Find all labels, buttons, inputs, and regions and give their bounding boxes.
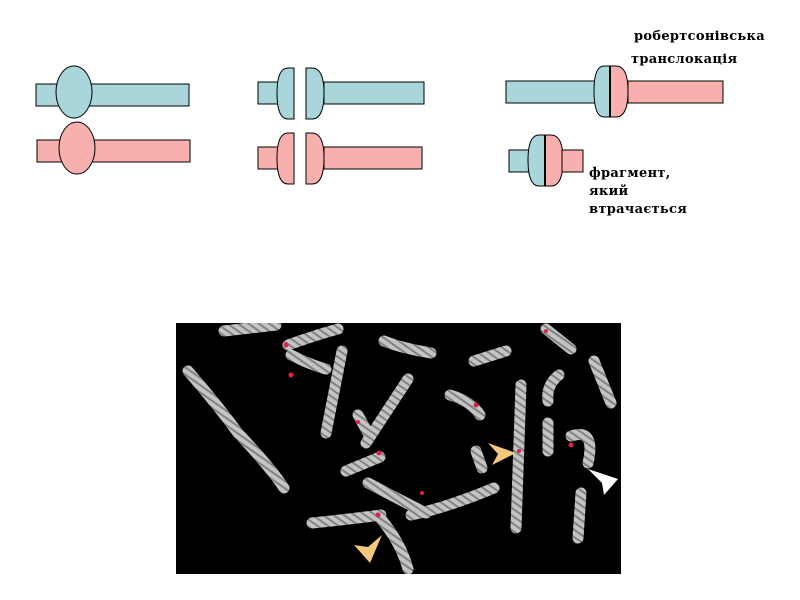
chromosome [285, 349, 332, 375]
stage-3-fusion-products [505, 65, 724, 187]
fragment-label-line1: фрагмент, [589, 166, 671, 181]
pink-chromosome-broken [257, 132, 423, 185]
chromosome [378, 335, 437, 359]
fragment-label-line3: втрачається [589, 202, 688, 217]
chromosome [352, 409, 374, 439]
chromosome [444, 389, 486, 421]
yellow-arrowhead-icon [354, 535, 382, 563]
robertsonian-label-line1: робертсонівська [634, 29, 765, 44]
yellow-arrowhead-icon [488, 443, 516, 465]
chromosome [320, 345, 348, 439]
chromosome [470, 445, 488, 474]
chromosome [340, 451, 386, 477]
metaphase-chromosomes [182, 323, 618, 574]
chromosome [540, 323, 577, 355]
lost-small-fragment [508, 134, 584, 187]
fragment-label-line2: який [589, 184, 629, 199]
chromosome [218, 323, 282, 337]
teal-chromosome-intact [35, 65, 190, 119]
chromosome [182, 365, 290, 494]
chromosome [588, 355, 617, 409]
chromosome [510, 379, 527, 534]
stage-1-intact-chromosomes [35, 65, 191, 175]
pink-chromosome-intact [36, 121, 191, 175]
chromosome [542, 369, 565, 407]
chromosome [282, 323, 344, 351]
robertsonian-fused-chromosome [505, 65, 724, 118]
stage-2-broken-chromosomes [257, 67, 425, 185]
chromosome [306, 509, 387, 529]
robertsonian-translocation-diagram [35, 65, 724, 187]
robertsonian-label-line2: транслокація [631, 52, 738, 67]
chromosome [572, 487, 587, 544]
chromosome [375, 513, 414, 574]
teal-chromosome-broken [257, 67, 425, 120]
fish-signals [283, 329, 574, 518]
chromosome [405, 482, 500, 521]
white-arrowhead-icon [588, 469, 618, 495]
metaphase-micrograph [176, 323, 621, 574]
chromosome [565, 429, 596, 469]
chromosome [468, 345, 512, 367]
